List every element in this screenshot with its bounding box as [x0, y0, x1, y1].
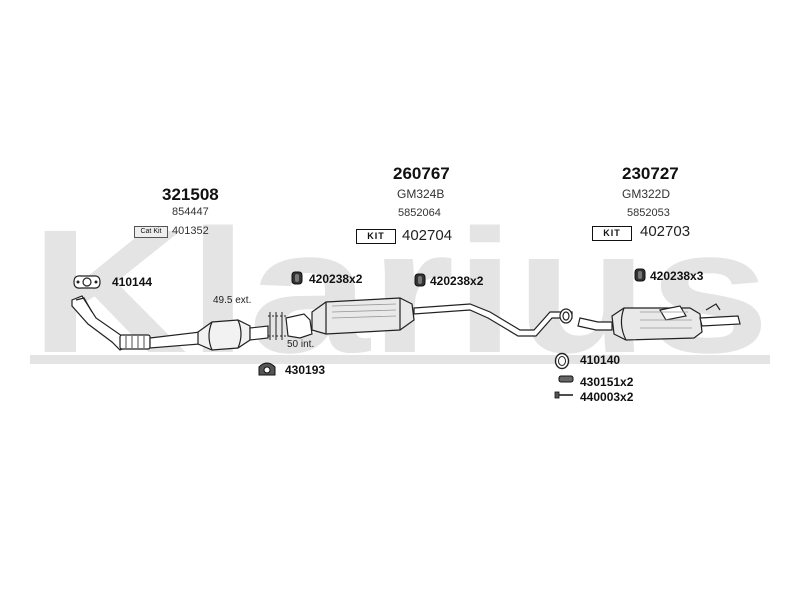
ring-gasket-icon	[554, 352, 570, 370]
clamp-a-icon	[291, 271, 303, 285]
front-kit-number: 401352	[172, 225, 209, 237]
middle-kit-badge: KIT	[356, 229, 396, 244]
front-assembly-ref: 854447	[172, 206, 209, 218]
rear-assembly-ref: 5852053	[627, 207, 670, 219]
middle-assembly-number: 260767	[393, 164, 450, 183]
rear-connector	[559, 308, 573, 324]
bolt-icon	[554, 391, 573, 399]
front-kit-badge: Cat Kit	[134, 226, 168, 238]
watermark-bar	[30, 355, 770, 364]
rear-assembly-number: 230727	[622, 164, 679, 183]
mount-bracket-icon	[558, 375, 574, 383]
clamp-b-icon	[414, 273, 426, 287]
rear-silencer	[577, 303, 741, 341]
part-420238x3-label: 420238x3	[650, 269, 704, 283]
part-420238x2-b-label: 420238x2	[430, 274, 484, 288]
rear-assembly-model: GM322D	[622, 187, 671, 201]
part-440003x2-label: 440003x2	[580, 390, 634, 404]
part-420238x2-a-label: 420238x2	[309, 272, 363, 286]
middle-kit-number: 402704	[402, 227, 453, 244]
clamp-c-icon	[634, 268, 646, 282]
flange-gasket-icon	[73, 275, 101, 289]
rear-kit-number: 402703	[640, 223, 691, 240]
joint-markers	[268, 312, 286, 340]
middle-silencer	[285, 297, 573, 339]
part-430193-label: 430193	[285, 363, 326, 377]
part-410140-label: 410140	[580, 353, 621, 367]
middle-assembly-ref: 5852064	[398, 207, 441, 219]
front-downpipe	[71, 295, 201, 351]
part-410144-label: 410144	[112, 275, 153, 289]
catalytic-converter	[197, 319, 269, 351]
annotation-int: 50 int.	[287, 339, 315, 350]
rubber-mount-icon	[258, 362, 276, 376]
part-430151x2-label: 430151x2	[580, 375, 634, 389]
front-assembly-number: 321508	[162, 185, 219, 204]
middle-assembly-model: GM324B	[397, 187, 445, 201]
annotation-ext: 49.5 ext.	[213, 295, 252, 306]
rear-kit-badge: KIT	[592, 226, 632, 241]
